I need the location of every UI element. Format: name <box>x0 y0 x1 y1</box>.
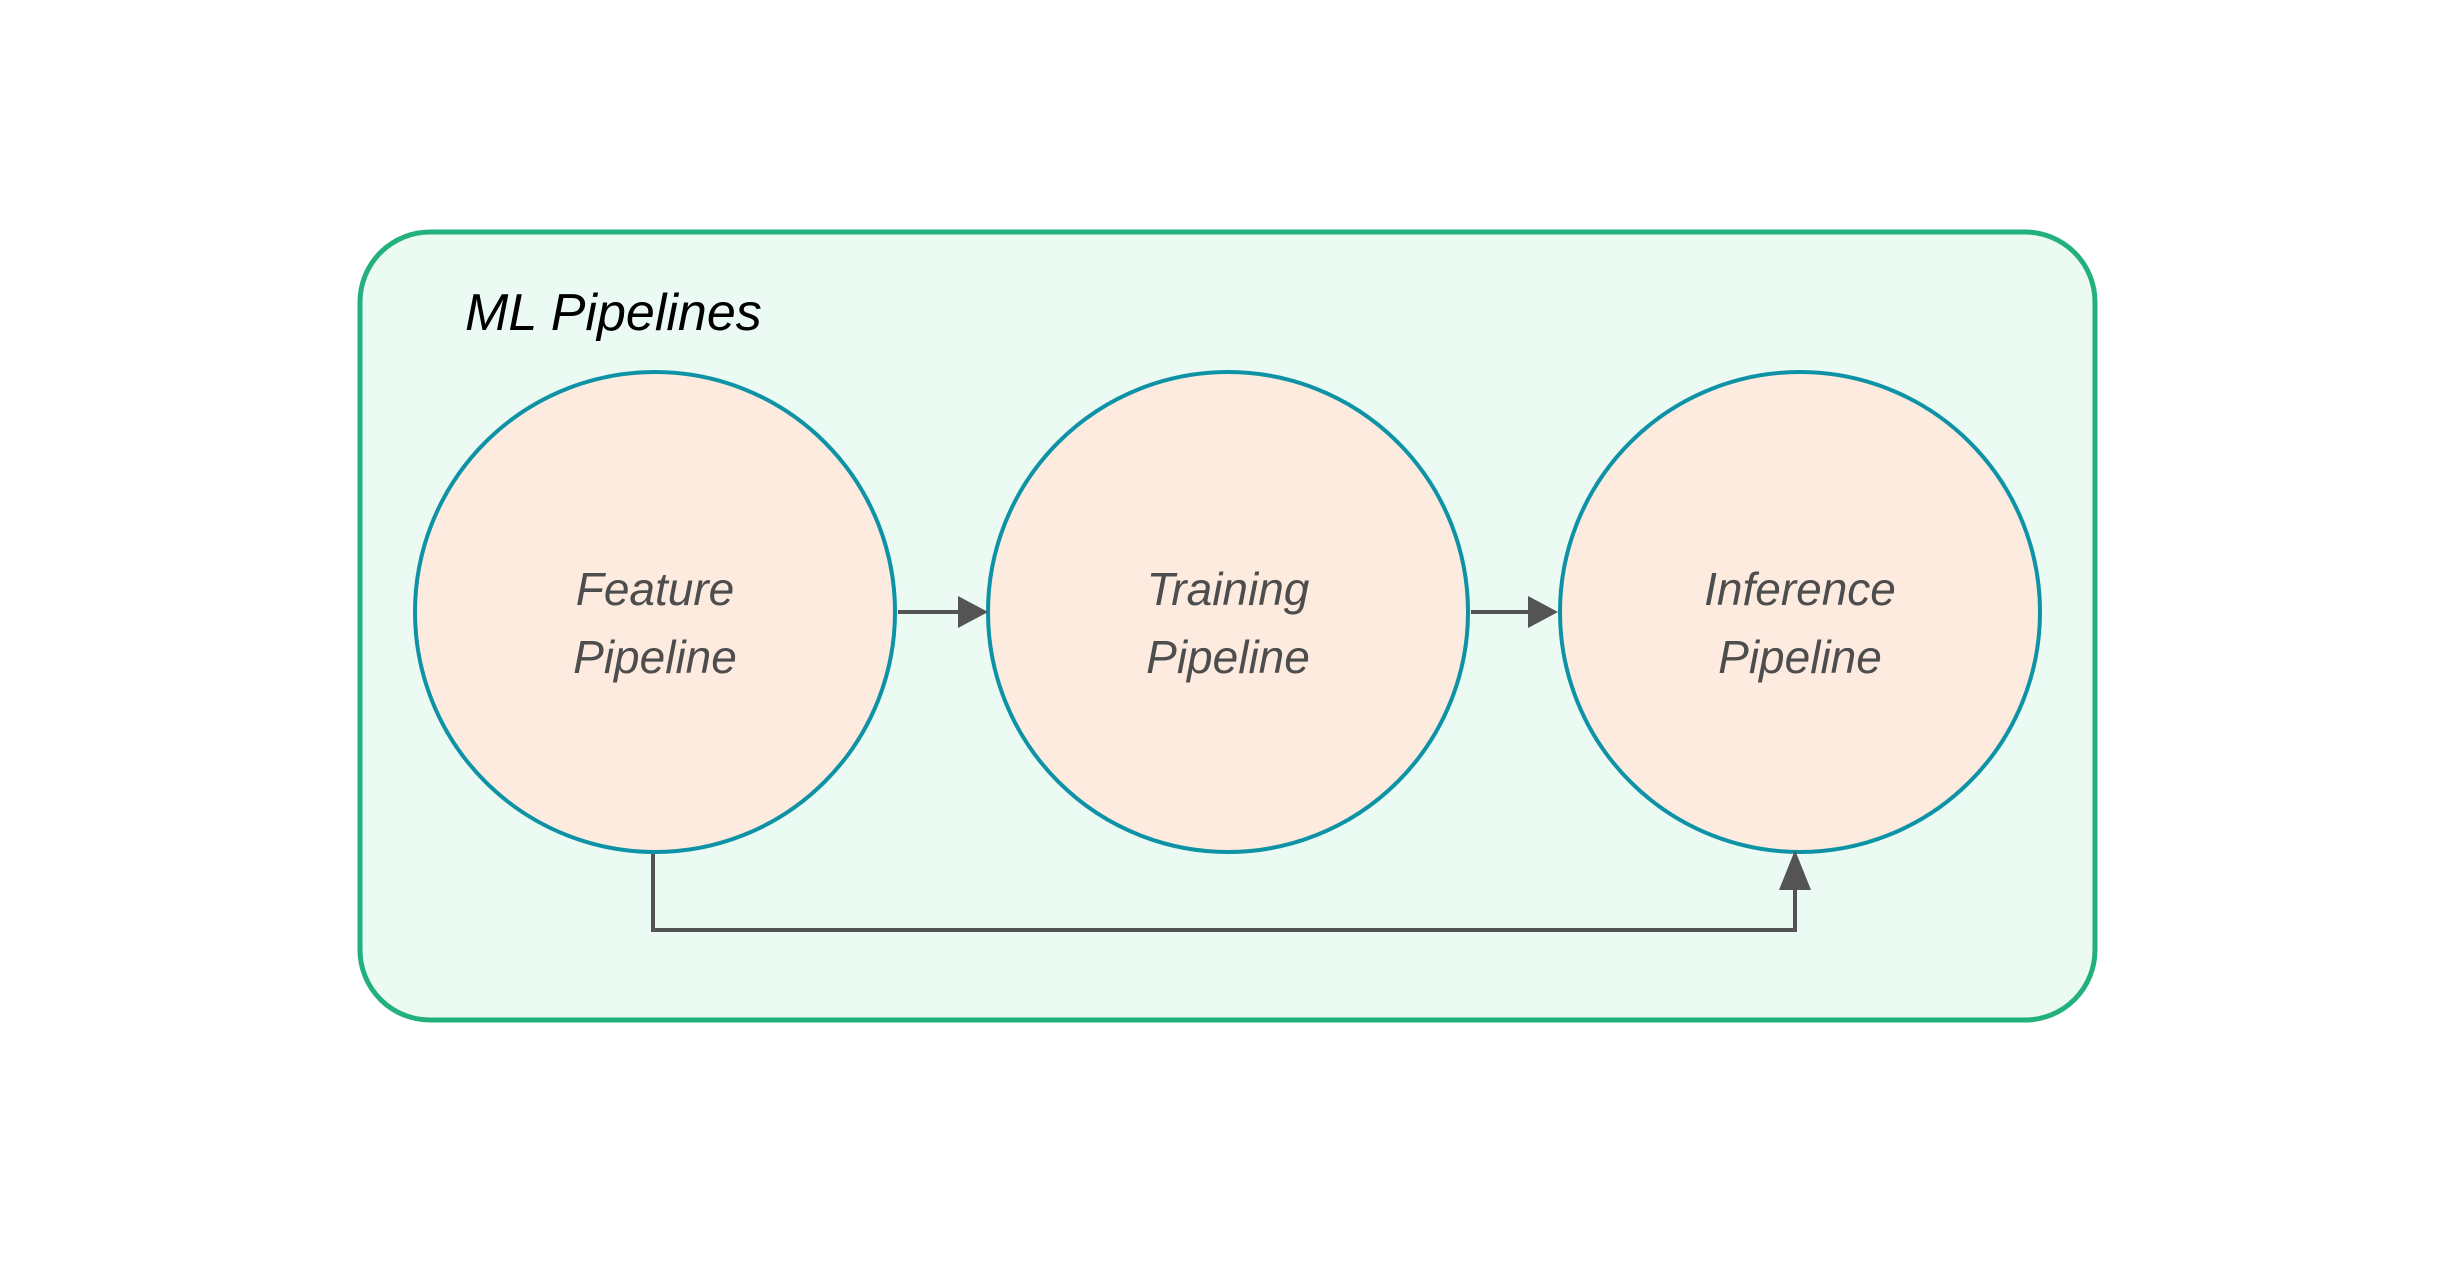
connector-feature-to-training[interactable] <box>898 596 988 628</box>
node-label-inference-pipeline-line2: Pipeline <box>1718 631 1882 683</box>
node-label-feature-pipeline-line2: Pipeline <box>573 631 737 683</box>
connector-line-feature-to-inference-feedback <box>651 854 1797 932</box>
connector-training-to-inference[interactable] <box>1471 596 1558 628</box>
node-label-feature-pipeline-line1: Feature <box>576 563 735 615</box>
node-circle-feature-pipeline[interactable] <box>413 370 897 854</box>
node-circle-inference-pipeline[interactable] <box>1558 370 2042 854</box>
node-inference-pipeline[interactable]: Inference Pipeline <box>1558 370 2042 854</box>
arrow-head-icon-training-to-inference <box>1528 596 1558 628</box>
node-label-training-pipeline-line2: Pipeline <box>1146 631 1310 683</box>
node-label-inference-pipeline-line1: Inference <box>1704 563 1896 615</box>
node-label-training-pipeline-line1: Training <box>1147 563 1310 615</box>
node-training-pipeline[interactable]: Training Pipeline <box>986 370 1470 854</box>
arrow-head-icon-feature-to-inference-feedback <box>1779 850 1811 890</box>
connector-feature-to-inference-feedback[interactable] <box>651 850 1811 932</box>
group-title-label: ML Pipelines <box>465 284 762 342</box>
node-feature-pipeline[interactable]: Feature Pipeline <box>413 370 897 854</box>
arrow-head-icon-feature-to-training <box>958 596 988 628</box>
